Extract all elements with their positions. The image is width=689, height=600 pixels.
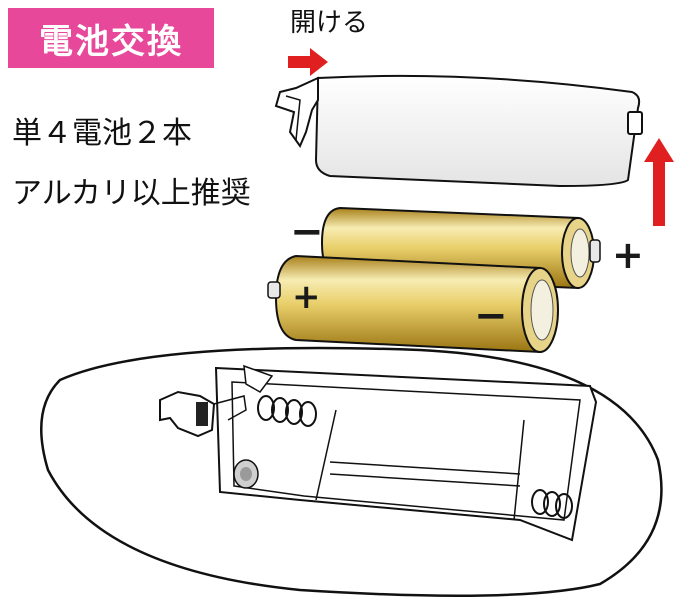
open-label: 開ける [290,8,369,38]
battery-front [267,254,559,354]
spring-right-icon [531,489,573,519]
battery-type-text: アルカリ以上推奨 [12,176,251,211]
spring-left-icon [257,395,317,427]
battery-spec-text: 単４電池２本 [12,116,192,151]
minus-sign-back-battery: − [290,209,324,255]
title-text: 電池交換 [39,21,183,62]
remote-body [40,346,663,597]
arrow-right-icon [288,48,328,76]
plus-sign-front-battery: + [292,277,321,317]
plus-sign-back-battery: + [612,233,644,277]
battery-cover [274,74,643,188]
minus-sign-front-battery: − [474,293,508,339]
arrow-up-icon [644,138,674,226]
title-badge: 電池交換 [8,8,214,68]
